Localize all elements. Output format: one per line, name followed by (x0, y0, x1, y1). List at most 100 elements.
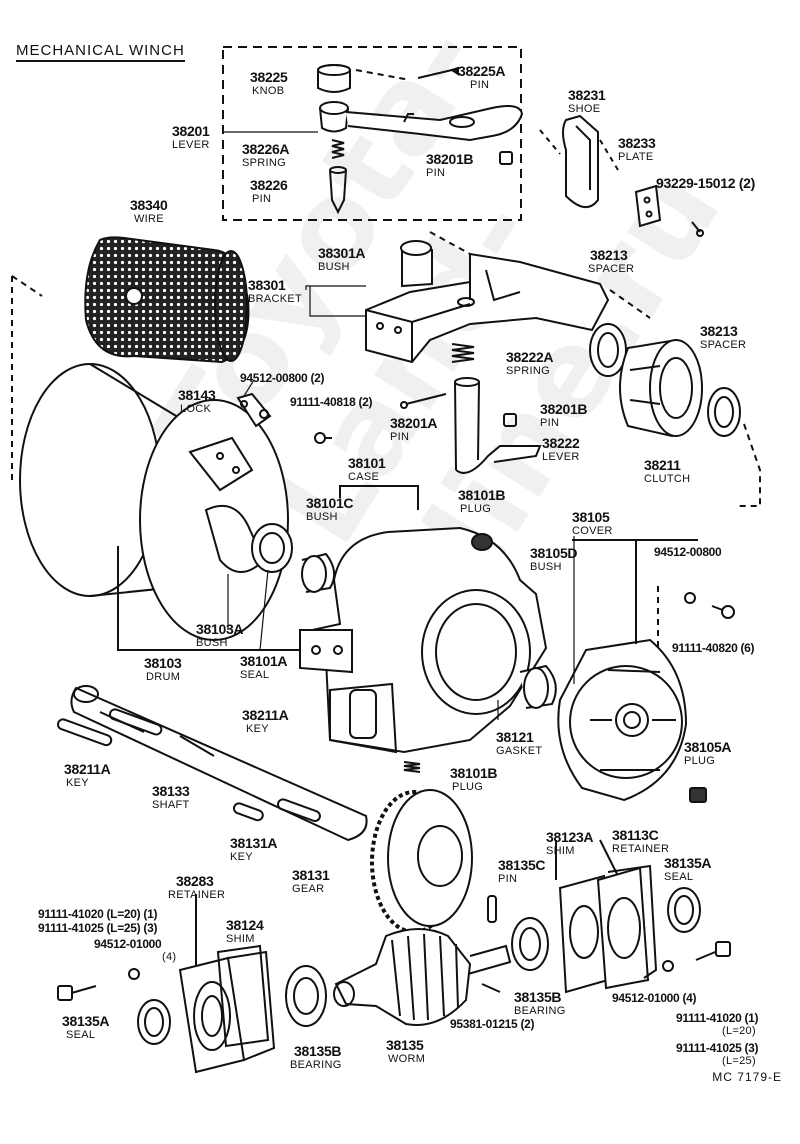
part-number: 38101A (240, 653, 288, 669)
part-number: 38225A (458, 63, 506, 79)
washer-94512-01000-left (128, 968, 140, 980)
part-number: 91111-40818 (2) (290, 395, 373, 409)
part-number: 91111-41020 (L=20) (1) (38, 907, 158, 921)
gear-part (370, 789, 473, 934)
part-name: SEAL (240, 669, 270, 681)
part-name: COVER (572, 525, 613, 537)
case-part (299, 485, 548, 754)
part-number: 91111-40820 (6) (672, 641, 755, 655)
washer-94512-01000-right (662, 960, 674, 972)
part-number: 91111-41025 (3) (676, 1041, 759, 1055)
part-name: SEAL (664, 871, 694, 883)
part-number: 38211A (64, 761, 111, 777)
part-name: KEY (66, 777, 89, 789)
bearing-38135b-left (285, 965, 327, 1027)
part-number: 38135B (514, 989, 562, 1005)
part-number: 38226A (242, 141, 290, 157)
part-name: SPRING (506, 365, 550, 377)
part-name: PIN (498, 873, 518, 885)
pin-38226-part (329, 166, 347, 215)
spring-38222a-part (451, 343, 475, 363)
diagram-title: MECHANICAL WINCH (16, 42, 185, 62)
plate-part (634, 184, 662, 228)
part-number: 38211 (644, 457, 681, 473)
part-number: 38213 (590, 247, 628, 263)
part-number: 95381-01215 (2) (450, 1017, 535, 1031)
part-name: KEY (246, 723, 269, 735)
part-number: 38233 (618, 135, 656, 151)
part-name: PLUG (684, 755, 716, 767)
part-number: 38113C (612, 827, 659, 843)
part-number: 38135A (664, 855, 712, 871)
part-number: 38124 (226, 917, 264, 933)
part-name: BUSH (318, 261, 350, 273)
lever-38222-part (454, 377, 542, 474)
part-name: KEY (230, 851, 253, 863)
part-number: 38135A (62, 1013, 110, 1029)
washer-94512-00800-part (684, 592, 696, 604)
part-number: 38105 (572, 509, 610, 525)
part-number: 38131A (230, 835, 278, 851)
part-name: BUSH (196, 637, 228, 649)
retainer-38113c-part (596, 864, 658, 990)
part-number: 93229-15012 (2) (656, 175, 756, 191)
part-number: 94512-01000 (4) (612, 991, 697, 1005)
spacer-right-part (707, 387, 741, 437)
part-name: SHOE (568, 103, 601, 115)
bolt-91111-40820-part (711, 605, 735, 619)
part-name: RETAINER (168, 889, 226, 901)
part-name: BUSH (306, 511, 338, 523)
part-name: PIN (540, 417, 560, 429)
shim-38123a-part (555, 839, 621, 994)
part-number: 38131 (292, 867, 330, 883)
part-number: 38226 (250, 177, 288, 193)
part-name: SHAFT (152, 799, 190, 811)
part-number: 38283 (176, 873, 214, 889)
part-name: SEAL (66, 1029, 96, 1041)
part-name: LOCK (180, 403, 212, 415)
part-number: 38231 (568, 87, 606, 103)
part-number: 38135B (294, 1043, 342, 1059)
part-name: CASE (348, 471, 380, 483)
drum-part (11, 275, 356, 651)
diagram-code: MC 7179-E (712, 1070, 782, 1084)
part-number: 38135 (386, 1037, 424, 1053)
part-number: 38301A (318, 245, 366, 261)
part-name: BEARING (514, 1005, 566, 1017)
shim-38124-part (216, 944, 270, 1048)
part-name: PIN (426, 167, 446, 179)
plug-38105a-part (689, 787, 707, 803)
pin-95381-part (481, 983, 501, 993)
part-name: BEARING (290, 1059, 342, 1071)
part-number: 94512-00800 (654, 545, 722, 559)
part-name: LEVER (172, 139, 210, 151)
part-number: 38123A (546, 829, 594, 845)
shaft-part (70, 685, 368, 842)
part-name: DRUM (146, 671, 181, 683)
part-name: PLUG (452, 781, 484, 793)
bearing-38135b-right (511, 917, 549, 971)
pin-38201a-part (400, 393, 447, 409)
bush-38101c-part (301, 552, 336, 593)
part-name: LEVER (542, 451, 580, 463)
key-38211a-left (56, 718, 113, 747)
part-name: BRACKET (248, 293, 303, 305)
part-number: 38103 (144, 655, 182, 671)
bracket-part (365, 231, 610, 364)
part-number: 38105D (530, 545, 578, 561)
part-name: GEAR (292, 883, 325, 895)
part-number: 38211A (242, 707, 289, 723)
wire-coil-part (84, 236, 250, 364)
part-number: 38201 (172, 123, 210, 139)
part-number: 38103A (196, 621, 244, 637)
worm-part (333, 928, 512, 1026)
part-name: GASKET (496, 745, 543, 757)
retainer-38283-part (178, 894, 276, 1074)
part-name: (L=25) (722, 1055, 756, 1067)
part-number: 91111-41025 (L=25) (3) (38, 921, 158, 935)
part-name: SPACER (700, 339, 747, 351)
lever-38201-part (319, 101, 524, 142)
pin-38201b-mid (503, 413, 517, 427)
seal-38135a-left (137, 999, 171, 1045)
